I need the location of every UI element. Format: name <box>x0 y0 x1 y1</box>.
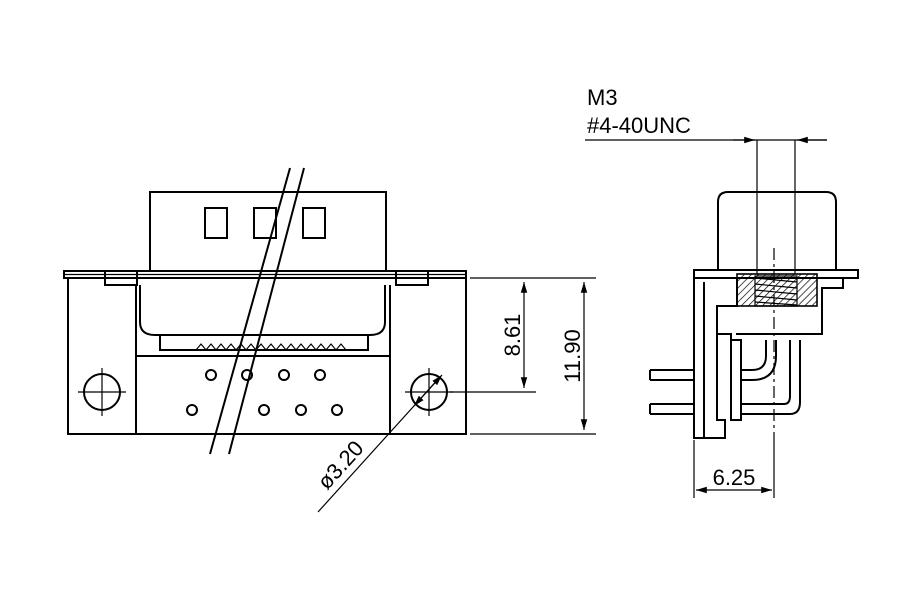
side-body-right <box>736 277 844 335</box>
front-pin-7 <box>295 404 307 416</box>
side-shell-top <box>717 191 837 270</box>
front-serration <box>195 343 347 351</box>
front-cavity <box>139 285 386 336</box>
front-break-line-1 <box>209 167 291 455</box>
front-mount-hole-right <box>405 368 453 416</box>
front-window-2 <box>253 207 277 239</box>
side-dimensions: M3 #4-40UNC 6.25 <box>585 85 827 498</box>
thread-label-unc: #4-40UNC <box>587 113 691 138</box>
front-window-1 <box>204 207 228 239</box>
front-tab-right <box>395 270 429 286</box>
thread-label-metric: M3 <box>587 85 618 110</box>
front-pin-4 <box>314 369 326 381</box>
front-pin-1 <box>205 369 217 381</box>
front-body <box>67 278 467 435</box>
front-pin-2 <box>241 369 253 381</box>
front-window-3 <box>302 207 326 239</box>
front-pin-3 <box>278 369 290 381</box>
side-bracket <box>693 278 738 439</box>
front-dimensions: 8.61 11.90 ø3.20 <box>312 277 596 513</box>
side-thread <box>754 277 798 306</box>
side-view <box>649 140 859 440</box>
front-mount-hole-left <box>78 368 126 416</box>
dim-leader-hole-inner <box>413 376 441 407</box>
front-break-line-2 <box>228 167 305 455</box>
side-pin-upper <box>649 340 777 381</box>
dim-height-inner: 8.61 <box>500 314 525 357</box>
front-pin-8 <box>331 404 343 416</box>
side-standoff <box>730 339 742 421</box>
front-tab-left <box>104 270 138 286</box>
side-bracket-foot <box>717 333 732 420</box>
front-insulator <box>159 335 369 351</box>
front-pin-6 <box>258 404 270 416</box>
dim-side-offset: 6.25 <box>713 465 756 490</box>
front-dshell-top <box>149 191 387 272</box>
side-nut-section <box>736 273 818 307</box>
side-pin-lower <box>649 340 801 415</box>
dim-height-total: 11.90 <box>560 329 585 382</box>
front-view <box>63 167 467 455</box>
front-pin-5 <box>186 404 198 416</box>
front-flange <box>63 270 467 279</box>
